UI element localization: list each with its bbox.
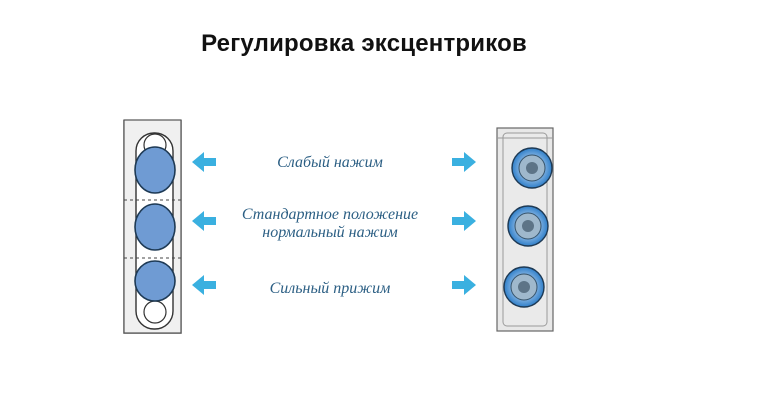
standard-position-line2: нормальный нажим xyxy=(262,224,398,241)
roller-icon xyxy=(503,266,545,308)
page-title: Регулировка эксцентриков xyxy=(201,30,527,57)
right-profile xyxy=(496,127,554,332)
strong-pressure-label: Сильный прижим xyxy=(269,280,391,297)
roller-icon xyxy=(134,203,176,251)
standard-position-label: Стандартное положение нормальный нажим xyxy=(200,206,460,242)
arrow-icon xyxy=(452,152,476,172)
arrow-icon xyxy=(192,211,216,231)
roller-icon xyxy=(511,147,553,189)
roller-icon xyxy=(134,260,176,302)
arrow-icon xyxy=(452,275,476,295)
standard-position-line1: Стандартное положение xyxy=(241,206,419,223)
arrow-icon xyxy=(192,152,216,172)
roller-icon xyxy=(134,146,176,194)
weak-pressure-label: Слабый нажим xyxy=(277,154,383,171)
arrow-icon xyxy=(192,275,216,295)
arrow-icon xyxy=(452,211,476,231)
roller-icon xyxy=(507,205,549,247)
left-profile xyxy=(123,119,182,334)
